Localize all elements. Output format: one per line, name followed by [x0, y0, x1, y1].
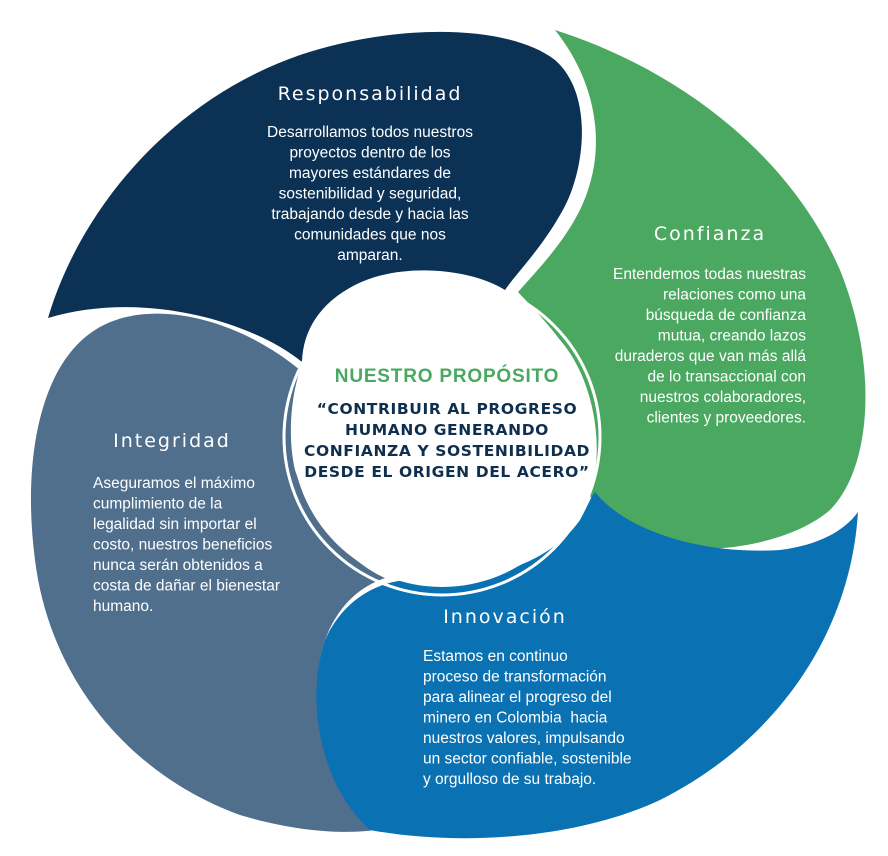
- integridad-petal: [30, 313, 386, 832]
- integridad-title: Integridad: [113, 430, 231, 452]
- innovacion-body-line: nuestros valores, impulsando: [423, 730, 625, 747]
- confianza-body: Entendemos todas nuestras relaciones como…: [613, 266, 806, 427]
- responsabilidad-body-line: proyectos dentro de los: [289, 145, 450, 162]
- innovacion-body-line: Estamos en continuo: [423, 648, 568, 665]
- innovacion-body-line: proceso de transformación: [423, 669, 607, 686]
- center-quote: “CONTRIBUIR AL PROGRESO HUMANO GENERANDO C…: [304, 400, 590, 481]
- confianza-body-line: Entendemos todas nuestras: [613, 266, 806, 283]
- confianza-body-line: clientes y proveedores.: [647, 410, 806, 427]
- integridad-body-line: Aseguramos el máximo: [93, 475, 255, 492]
- innovacion-petal: [316, 492, 858, 839]
- integridad-body-line: nunca serán obtenidos a: [93, 557, 263, 574]
- center-quote-line: “CONTRIBUIR AL PROGRESO: [317, 400, 578, 418]
- confianza-petal: [518, 30, 866, 549]
- confianza-body-line: duraderos que van más allá: [615, 348, 807, 365]
- responsabilidad-body-line: Desarrollamos todos nuestros: [267, 124, 473, 141]
- integridad-body: Aseguramos el máximo cumplimiento de la le…: [93, 475, 280, 615]
- responsabilidad-body-line: sostenibilidad y seguridad,: [279, 186, 462, 203]
- center-heading: NUESTRO PROPÓSITO: [335, 365, 559, 387]
- responsabilidad-body: Desarrollamos todos nuestros proyectos de…: [267, 124, 473, 264]
- responsabilidad-title: Responsabilidad: [278, 83, 463, 105]
- confianza-body-line: mutua, creando lazos: [658, 328, 806, 345]
- responsabilidad-petal: [48, 31, 582, 363]
- innovacion-body-line: para alinear el progreso del: [423, 689, 612, 706]
- confianza-body-line: de lo transaccional con: [647, 369, 806, 386]
- responsabilidad-body-line: mayores estándares de: [289, 165, 451, 182]
- innovacion-body-line: y orgulloso de su trabajo.: [423, 771, 596, 788]
- innovacion-body-line: un sector confiable, sostenible: [423, 751, 632, 768]
- responsabilidad-body-line: amparan.: [337, 247, 402, 264]
- center-circle: [292, 287, 592, 587]
- confianza-body-line: búsqueda de confianza: [646, 307, 807, 324]
- confianza-title: Confianza: [654, 223, 766, 245]
- innovacion-body: Estamos en continuo proceso de transforma…: [423, 648, 632, 788]
- center-ring: [282, 277, 602, 597]
- integridad-body-line: costa de dañar el bienestar: [93, 578, 280, 595]
- responsabilidad-body-line: comunidades que nos: [294, 227, 446, 244]
- integridad-body-line: costo, nuestros beneficios: [93, 537, 272, 554]
- center-quote-line: DESDE EL ORIGEN DEL ACERO”: [304, 463, 589, 481]
- innovacion-body-line: minero en Colombia hacia: [423, 710, 608, 727]
- responsabilidad-body-line: trabajando desde y hacia las: [271, 206, 469, 223]
- confianza-body-line: relaciones como una: [663, 287, 806, 304]
- innovacion-title: Innovación: [443, 606, 567, 628]
- integridad-body-line: humano.: [93, 598, 153, 615]
- integridad-body-line: cumplimiento de la: [93, 496, 223, 513]
- confianza-body-line: nuestros colaboradores,: [640, 389, 806, 406]
- center-quote-line: HUMANO GENERANDO: [345, 421, 549, 439]
- center-quote-line: CONFIANZA Y SOSTENIBILIDAD: [304, 442, 590, 460]
- integridad-body-line: legalidad sin importar el: [93, 516, 257, 533]
